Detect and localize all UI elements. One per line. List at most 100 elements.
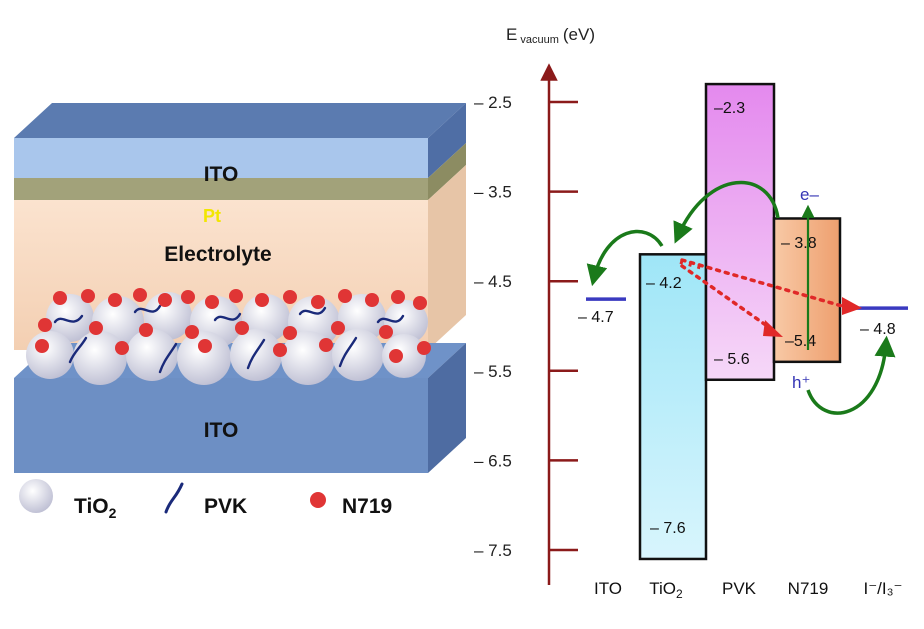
n719-dot (53, 291, 67, 305)
n719-dot (413, 296, 427, 310)
recombination-arrow-to-n719 (680, 264, 772, 330)
recombination-arrow-to-redox (680, 258, 844, 308)
electron-label: e– (800, 185, 819, 204)
n719-dot (338, 289, 352, 303)
legend-pvk-label: PVK (204, 495, 247, 518)
electron-transfer-arrow-tio2-to-ito (586, 229, 664, 287)
legend-tio2-swatch (19, 479, 53, 513)
top-ito-front-face (14, 138, 428, 178)
n719-dot (185, 325, 199, 339)
material-label-ito: ITO (594, 579, 622, 598)
axis-tick-label: – 3.5 (474, 183, 512, 202)
n719-dot (283, 290, 297, 304)
pvk-chain (68, 336, 88, 364)
tio2-vb-label: – 7.6 (650, 520, 686, 537)
material-label-tio2: TiO2 (649, 579, 683, 601)
n719-dot (181, 290, 195, 304)
bottom-ito-label: ITO (204, 419, 239, 442)
n719-dot (229, 289, 243, 303)
tio2-particle (26, 331, 74, 379)
n719-dot (158, 293, 172, 307)
tio2-particle (177, 331, 231, 385)
recombination-arrowhead-n719 (763, 320, 783, 337)
top-ito-label: ITO (204, 163, 239, 186)
legend-n719-swatch (310, 492, 326, 508)
top-ito-side-face (428, 103, 466, 178)
n719-dot (205, 295, 219, 309)
electron-transfer-arrow-n719-to-pvk (673, 180, 780, 244)
tio2-particle-layer (26, 292, 428, 385)
n719-dot (273, 343, 287, 357)
bottom-ito-side-face (428, 343, 466, 473)
n719-dot (389, 349, 403, 363)
pvk-chain (298, 306, 327, 316)
bottom-ito-front-face (14, 378, 428, 473)
pvk-homo-label: – 5.6 (714, 351, 750, 368)
recombination-arrowhead-redox (842, 297, 862, 315)
n719-dot (311, 295, 325, 309)
pt-layer (14, 178, 428, 200)
axis-tick-label: – 4.5 (474, 272, 512, 291)
n719-dot (35, 339, 49, 353)
pvk-band-box (704, 82, 776, 382)
n719-dot (198, 339, 212, 353)
legend-tio2-label: TiO2 (74, 495, 117, 521)
tio2-particle (46, 294, 94, 342)
n719-dot (255, 293, 269, 307)
n719-dot (331, 321, 345, 335)
axis-tick-label: – 5.5 (474, 362, 512, 381)
n719-dot (139, 323, 153, 337)
axis-tick-label: – 6.5 (474, 451, 512, 470)
pvk-chain (338, 336, 358, 368)
electrolyte-label: Electrolyte (164, 243, 271, 266)
tio2-cb-label: – 4.2 (646, 275, 682, 292)
tio2-particle (382, 334, 426, 378)
pvk-chain (53, 314, 84, 324)
n719-dot (89, 321, 103, 335)
tio2-band-box (638, 253, 708, 561)
hole-label: h⁺ (792, 373, 810, 392)
n719-dot (391, 290, 405, 304)
pvk-chain (376, 314, 405, 324)
pt-label: Pt (203, 206, 221, 226)
pvk-chain (213, 312, 242, 322)
tio2-particle (144, 292, 192, 340)
top-ito-top-face (14, 103, 466, 138)
n719-dot (319, 338, 333, 352)
n719-dot (133, 288, 147, 302)
ito-level-label: – 4.7 (578, 309, 614, 326)
pvk-chain (133, 304, 162, 314)
n719-dye-dots (35, 288, 431, 363)
axis-tick-label: – 2.5 (474, 93, 512, 112)
n719-lumo-label: – 3.8 (781, 235, 817, 252)
n719-dot (235, 321, 249, 335)
n719-dot (115, 341, 129, 355)
material-label-redox: I⁻/I₃⁻ (863, 579, 902, 598)
pvk-lumo-label: –2.3 (714, 100, 745, 117)
n719-dot (283, 326, 297, 340)
axis-tick-label: – 7.5 (474, 541, 512, 560)
n719-homo-label: –5.4 (785, 333, 816, 350)
tio2-particle (332, 329, 384, 381)
n719-dot (108, 293, 122, 307)
legend: TiO2 PVK N719 (19, 479, 392, 521)
material-label-pvk: PVK (722, 579, 757, 598)
pvk-chains (53, 304, 405, 374)
material-label-n719: N719 (788, 579, 829, 598)
pvk-chain (246, 338, 266, 370)
n719-dot (365, 293, 379, 307)
tio2-particle (230, 329, 282, 381)
n719-dot (379, 325, 393, 339)
hole-regeneration-arrow (806, 335, 896, 415)
tio2-particle (73, 331, 127, 385)
device-schematic: ITO Pt Electrolyte ITO (14, 103, 466, 473)
redox-level-label: – 4.8 (860, 321, 896, 338)
n719-dot (81, 289, 95, 303)
pvk-chain (158, 342, 178, 374)
legend-n719-label: N719 (342, 495, 392, 518)
axis-ticks: – 2.5 – 3.5 – 4.5 – 5.5 – 6.5 – 7.5 (474, 93, 578, 560)
